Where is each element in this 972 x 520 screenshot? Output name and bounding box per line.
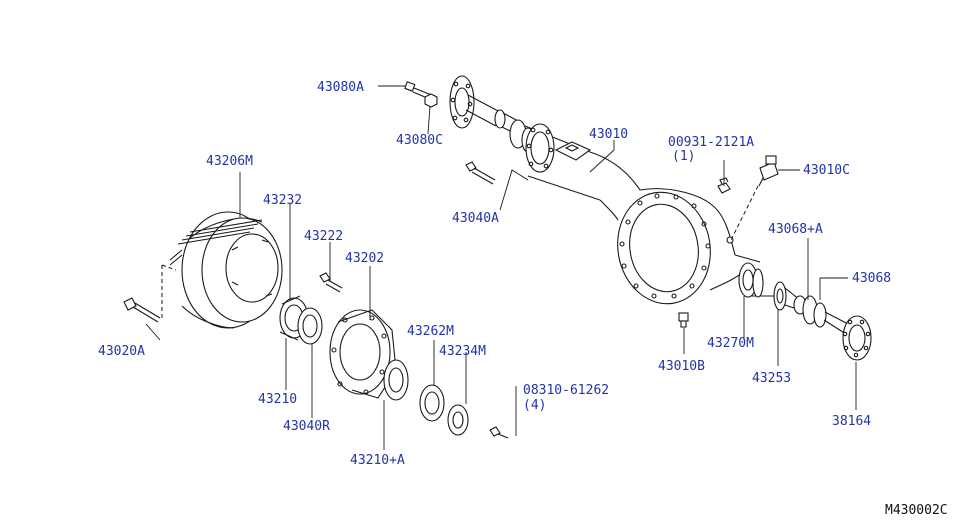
label-08310-61262-qty: (4) <box>523 398 546 413</box>
part-labels: 43080A 43080C 43010 00931-2121A (1) 4301… <box>98 80 948 518</box>
brake-drum <box>169 211 283 329</box>
label-43210[interactable]: 43210 <box>258 392 297 407</box>
label-43262M[interactable]: 43262M <box>407 324 454 339</box>
label-43270M[interactable]: 43270M <box>707 336 754 351</box>
label-43040A[interactable]: 43040A <box>452 211 499 226</box>
axle-housing <box>524 123 778 305</box>
label-43234M[interactable]: 43234M <box>439 344 486 359</box>
label-43080A[interactable]: 43080A <box>317 80 364 95</box>
label-43068[interactable]: 43068 <box>852 271 891 286</box>
hub-seal-set <box>279 295 323 345</box>
label-00931-2121A-qty: (1) <box>672 149 695 164</box>
label-43206M[interactable]: 43206M <box>206 154 253 169</box>
leader-lines <box>145 85 857 450</box>
label-43040R[interactable]: 43040R <box>283 419 330 434</box>
bearing-set <box>419 384 509 439</box>
label-43232[interactable]: 43232 <box>263 193 302 208</box>
breather-plug <box>717 177 731 194</box>
label-43010[interactable]: 43010 <box>589 127 628 142</box>
label-43010B[interactable]: 43010B <box>658 359 705 374</box>
right-seal-and-bearing <box>773 281 851 335</box>
label-43068+A[interactable]: 43068+A <box>768 222 823 237</box>
label-43080C[interactable]: 43080C <box>396 133 443 148</box>
label-43222[interactable]: 43222 <box>304 229 343 244</box>
label-43010C[interactable]: 43010C <box>803 163 850 178</box>
hub-bolt-43222 <box>319 272 343 293</box>
label-43020A[interactable]: 43020A <box>98 344 145 359</box>
reference-code: M430002C <box>885 503 948 518</box>
axle-shaft-left <box>449 75 535 153</box>
label-08310-61262[interactable]: 08310-61262 <box>523 383 609 398</box>
wheel-hub <box>329 309 409 401</box>
label-38164[interactable]: 38164 <box>832 414 871 429</box>
axle-shaft-right <box>842 315 872 361</box>
label-43253[interactable]: 43253 <box>752 371 791 386</box>
label-43210+A[interactable]: 43210+A <box>350 453 405 468</box>
label-43202[interactable]: 43202 <box>345 251 384 266</box>
flange-nut-43080C <box>424 93 438 108</box>
wheel-bolt-43020A <box>123 264 177 323</box>
breather-43010C <box>730 155 779 241</box>
label-00931-2121A[interactable]: 00931-2121A <box>668 135 754 150</box>
stud-43040A <box>465 161 496 185</box>
drain-plug <box>678 312 689 328</box>
